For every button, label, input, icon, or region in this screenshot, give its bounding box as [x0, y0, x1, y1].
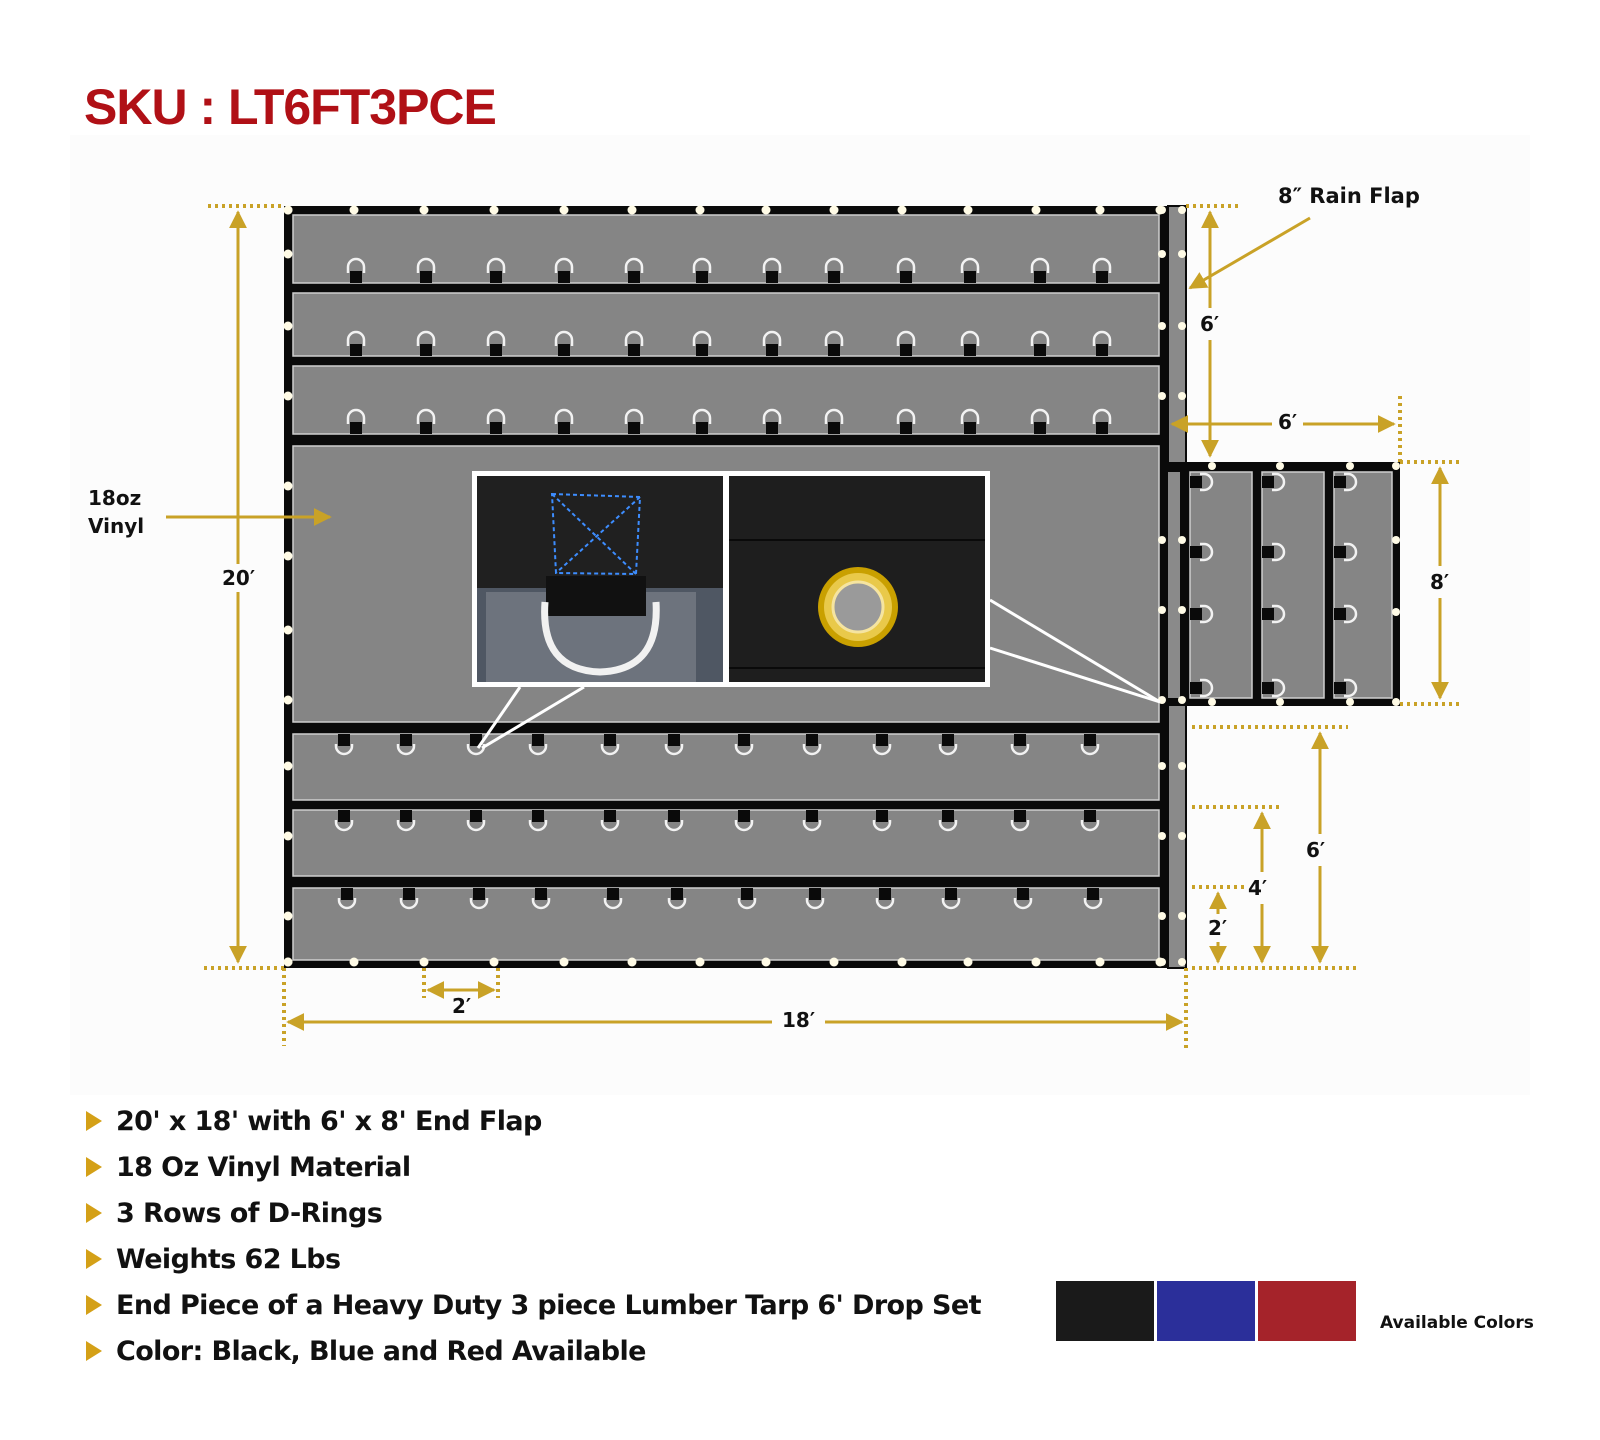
feature-list: 20' x 18' with 6' x 8' End Flap 18 Oz Vi… — [86, 1098, 981, 1374]
dim-overall-width: 18′ — [772, 1008, 826, 1032]
swatch-blue[interactable] — [1157, 1281, 1255, 1341]
d-ring-closeup-inset — [472, 471, 728, 687]
feature-item: 18 Oz Vinyl Material — [86, 1144, 981, 1190]
dim-grommet-spacing: 2′ — [452, 994, 472, 1018]
material-label-line2: Vinyl — [88, 514, 145, 538]
dim-flap-drop: 6′ — [1200, 308, 1220, 340]
grommet-closeup-inset — [724, 471, 990, 687]
bullet-arrow-icon — [86, 1203, 102, 1223]
end-flap — [1160, 462, 1400, 706]
bullet-arrow-icon — [86, 1341, 102, 1361]
feature-item: 20' x 18' with 6' x 8' End Flap — [86, 1098, 981, 1144]
dim-flap-length: 8′ — [1430, 566, 1450, 598]
rain-flap-label: 8″ Rain Flap — [1278, 184, 1420, 208]
swatch-red[interactable] — [1258, 1281, 1356, 1341]
feature-item: 3 Rows of D-Rings — [86, 1190, 981, 1236]
dim-overall-height: 20′ — [222, 564, 256, 592]
bullet-arrow-icon — [86, 1295, 102, 1315]
tarp-diagram — [166, 204, 1462, 1052]
bullet-arrow-icon — [86, 1111, 102, 1131]
dim-lower-4: 4′ — [1248, 872, 1268, 904]
swatch-black[interactable] — [1056, 1281, 1154, 1341]
material-label-line1: 18oz — [88, 486, 142, 510]
sku-title: SKU : LT6FT3PCE — [84, 79, 497, 135]
callout-lines — [476, 598, 1161, 750]
color-swatches — [1056, 1281, 1356, 1341]
bullet-arrow-icon — [86, 1157, 102, 1177]
feature-item: End Piece of a Heavy Duty 3 piece Lumber… — [86, 1282, 981, 1328]
dim-lower-6: 6′ — [1306, 834, 1326, 866]
feature-item: Color: Black, Blue and Red Available — [86, 1328, 981, 1374]
main-tarp — [284, 205, 1187, 969]
bullet-arrow-icon — [86, 1249, 102, 1269]
dim-flap-width: 6′ — [1272, 410, 1304, 434]
available-colors-label: Available Colors — [1380, 1313, 1534, 1333]
dim-lower-2: 2′ — [1208, 914, 1228, 942]
feature-item: Weights 62 Lbs — [86, 1236, 981, 1282]
